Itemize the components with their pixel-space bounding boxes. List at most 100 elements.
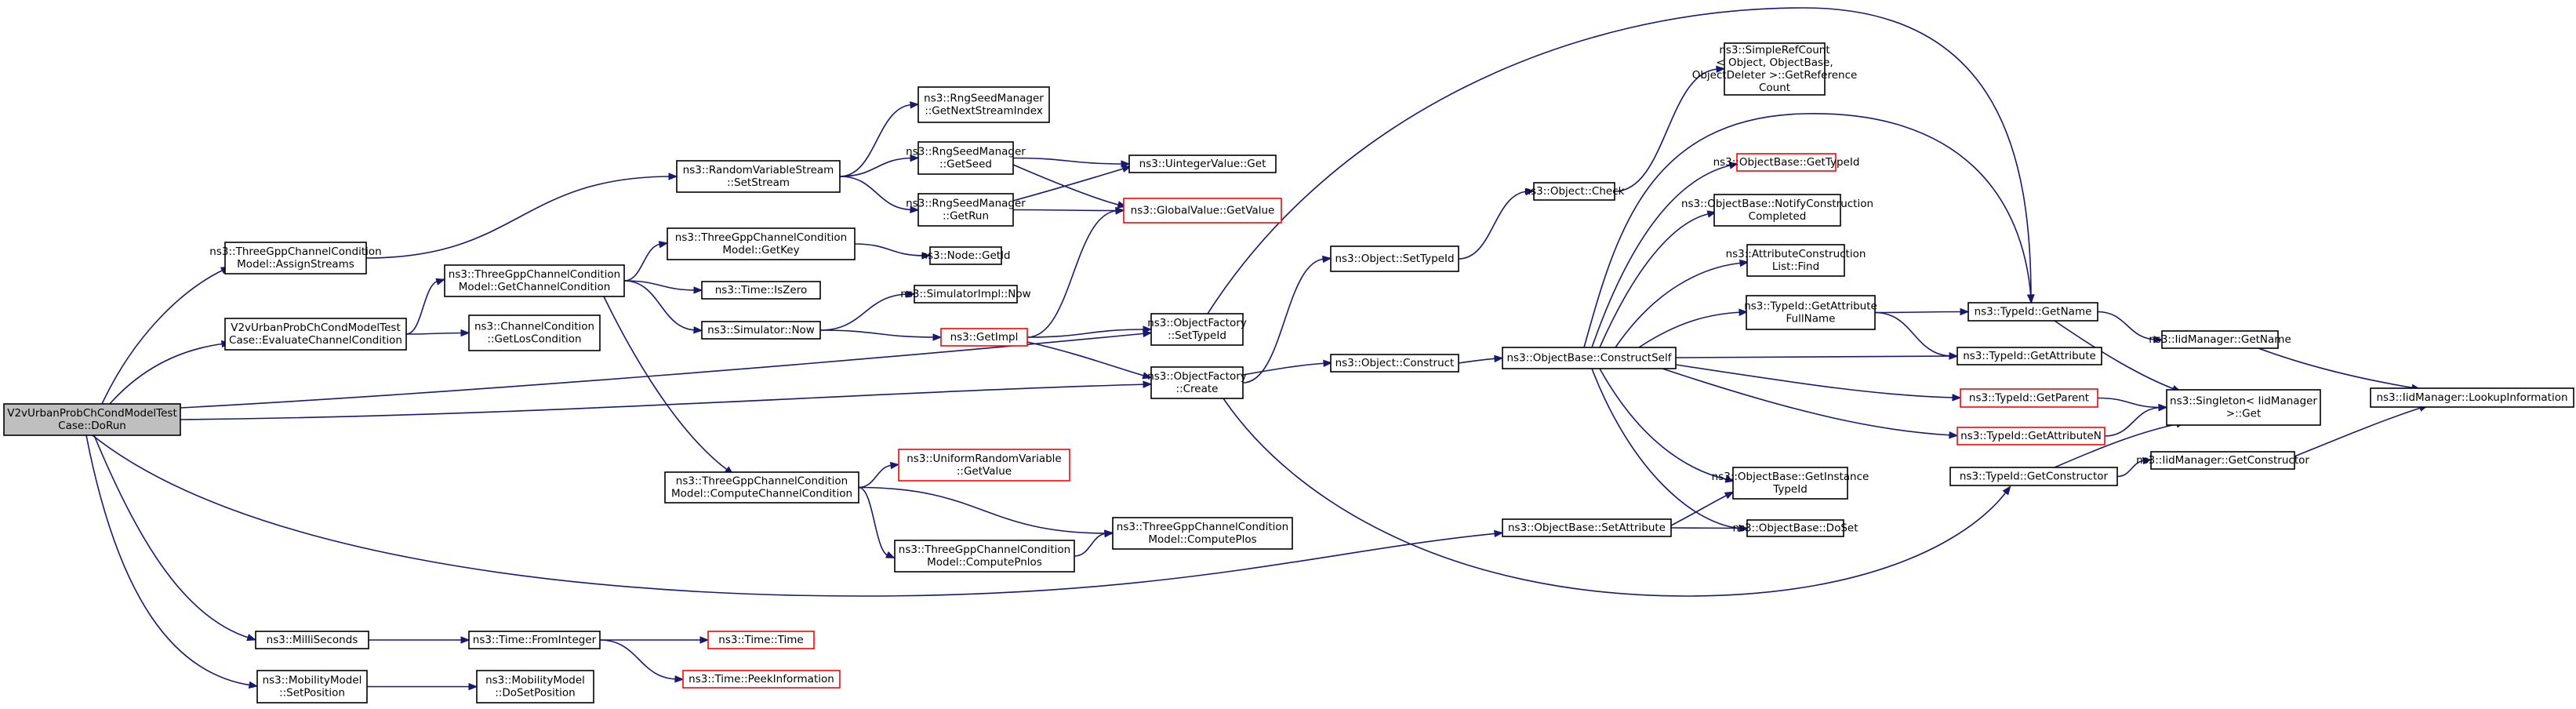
node-assignStreams[interactable]: ns3::ThreeGppChannelConditionModel::Assi…: [209, 242, 382, 275]
node-notifyCC[interactable]: ns3::ObjectBase::NotifyConstructionCompl…: [1681, 194, 1873, 227]
edge-getCC-to-getKey: [623, 241, 669, 282]
node-label-line: ns3::AttributeConstruction: [1726, 248, 1866, 260]
node-plos[interactable]: ns3::ThreeGppChannelConditionModel::Comp…: [1112, 517, 1293, 550]
edge-root-to-evalCC: [109, 340, 231, 405]
node-doSetPos[interactable]: ns3::MobilityModel::DoSetPosition: [476, 670, 594, 704]
node-peek[interactable]: ns3::Time::PeekInformation: [682, 670, 841, 689]
node-label-line: TypeId: [1772, 483, 1808, 496]
edge-attrFull-to-tidName: [1874, 307, 1970, 316]
node-losCond[interactable]: ns3::ChannelCondition::GetLosCondition: [468, 315, 601, 351]
node-label-line: < Object, ObjectBase,: [1716, 56, 1833, 69]
node-fromInt[interactable]: ns3::Time::FromInteger: [468, 631, 601, 649]
node-objCheck[interactable]: ns3::Object::Check: [1524, 182, 1625, 201]
node-label-line: ns3::RngSeedManager: [924, 93, 1044, 105]
node-tidCtor[interactable]: ns3::TypeId::GetConstructor: [1949, 467, 2118, 486]
node-computeCC[interactable]: ns3::ThreeGppChannelConditionModel::Comp…: [664, 471, 859, 504]
node-getTypeId[interactable]: ns3::ObjectBase::GetTypeId: [1713, 153, 1860, 172]
edge-getSeed-to-uintGet: [1012, 157, 1131, 168]
edge-getImpl-to-gvGet: [1026, 207, 1125, 338]
node-label-line: ns3::ObjectFactory: [1147, 317, 1247, 329]
node-label-line: ns3::TypeId::GetParent: [1969, 392, 2089, 405]
node-label-line: ns3::Time::FromInteger: [473, 634, 597, 646]
node-obSetAttr[interactable]: ns3::ObjectBase::SetAttribute: [1502, 518, 1672, 537]
edge-tidCtor-to-iidCtor: [2116, 456, 2153, 478]
node-label-line: ::GetRun: [943, 210, 989, 223]
node-label-line: ns3::ChannelCondition: [474, 321, 594, 333]
node-lookup[interactable]: ns3::IidManager::LookupInformation: [2370, 387, 2574, 408]
edge-tidParent-to-singleton: [2097, 397, 2168, 412]
node-iidCtor[interactable]: ns3::IidManager::GetConstructor: [2136, 451, 2309, 470]
node-doSet[interactable]: ns3::ObjectBase::DoSet: [1732, 519, 1858, 537]
node-ofSetTid[interactable]: ns3::ObjectFactory::SetTypeId: [1147, 313, 1247, 346]
edge-constructSelf-to-tidParent: [1675, 364, 1962, 402]
edge-tidAttrN-to-singleton: [2104, 404, 2168, 437]
edge-milli-to-fromInt: [369, 636, 471, 644]
edge-getImpl-to-ofSetTid: [1026, 325, 1153, 338]
node-tidAttr[interactable]: ns3::TypeId::GetAttribute: [1957, 347, 2102, 365]
node-setStream[interactable]: ns3::RandomVariableStream::SetStream: [676, 160, 841, 193]
node-label-line: ns3::UniformRandomVariable: [907, 453, 1062, 465]
edge-root-to-obSetAttr: [92, 434, 1504, 597]
edge-setStream-to-nextStream: [839, 101, 920, 177]
node-label-line: ObjectDeleter >::GetReference: [1692, 69, 1858, 82]
node-getImpl[interactable]: ns3::GetImpl: [940, 328, 1028, 347]
node-gvGet[interactable]: ns3::GlobalValue::GetValue: [1123, 198, 1282, 224]
node-evalCC[interactable]: V2vUrbanProbChCondModelTestCase::Evaluat…: [224, 318, 407, 351]
node-nextStream[interactable]: ns3::RngSeedManager::GetNextStreamIndex: [917, 86, 1050, 123]
node-pnlos[interactable]: ns3::ThreeGppChannelConditionModel::Comp…: [894, 540, 1075, 573]
node-label-line: ns3::ObjectFactory: [1147, 370, 1247, 383]
edge-constructSelf-to-tidName: [1583, 113, 2035, 348]
node-label-line: ns3::GlobalValue::GetValue: [1131, 205, 1275, 217]
node-getSeed[interactable]: ns3::RngSeedManager::GetSeed: [906, 141, 1026, 175]
node-label-line: ns3::ThreeGppChannelCondition: [899, 544, 1070, 556]
node-label-line: ns3::MobilityModel: [485, 674, 585, 687]
node-getCC[interactable]: ns3::ThreeGppChannelConditionModel::GetC…: [444, 264, 625, 297]
node-getRun[interactable]: ns3::RngSeedManager::GetRun: [906, 193, 1026, 227]
edge-evalCC-to-losCond: [405, 329, 471, 337]
node-isZero[interactable]: ns3::Time::IsZero: [701, 281, 821, 300]
node-refCount[interactable]: ns3::SimpleRefCount< Object, ObjectBase,…: [1692, 42, 1858, 96]
node-objSetTid[interactable]: ns3::Object::SetTypeId: [1330, 245, 1459, 272]
node-label-line: ns3::MobilityModel: [263, 674, 362, 687]
edge-simNow-to-getImpl: [819, 329, 943, 341]
node-label-line: ns3::TypeId::GetName: [1975, 306, 2092, 318]
node-label-line: ns3::ThreeGppChannelCondition: [209, 245, 381, 258]
edge-getImpl-to-ofCreate: [1026, 341, 1153, 380]
node-simImplNow[interactable]: ns3::SimulatorImpl::Now: [900, 285, 1031, 304]
node-nodeGetId[interactable]: ns3::Node::GetId: [921, 246, 1011, 265]
edge-getRun-to-gvGet: [1012, 206, 1125, 215]
node-label-line: ns3::TypeId::GetAttribute: [1963, 350, 2096, 362]
node-urvGet[interactable]: ns3::UniformRandomVariable::GetValue: [898, 449, 1070, 482]
node-simNow[interactable]: ns3::Simulator::Now: [701, 321, 821, 340]
edge-constructSelf-to-acFind: [1615, 259, 1749, 348]
node-milli[interactable]: ns3::MilliSeconds: [255, 631, 369, 649]
node-label-line: ns3::Object::Construct: [1335, 357, 1455, 369]
edge-getKey-to-nodeGetId: [854, 243, 932, 260]
node-label-line: ns3::ObjectBase::ConstructSelf: [1507, 352, 1673, 365]
node-getKey[interactable]: ns3::ThreeGppChannelConditionModel::GetK…: [667, 227, 856, 260]
node-label-line: ns3::ObjectBase::NotifyConstruction: [1681, 198, 1873, 210]
node-constructSelf[interactable]: ns3::ObjectBase::ConstructSelf: [1502, 347, 1677, 369]
node-iidName[interactable]: ns3::IidManager::GetName: [2149, 330, 2291, 349]
edge-getCC-to-simNow: [623, 280, 703, 334]
node-ofCreate[interactable]: ns3::ObjectFactory::Create: [1147, 366, 1247, 399]
node-label-line: ::SetTypeId: [1168, 329, 1226, 342]
node-label-line: ::Create: [1176, 383, 1219, 395]
node-tidParent[interactable]: ns3::TypeId::GetParent: [1960, 388, 2098, 408]
edge-root-to-ofCreate: [180, 380, 1153, 420]
node-label-line: ns3::ThreeGppChannelCondition: [676, 475, 848, 488]
node-objConstruct[interactable]: ns3::Object::Construct: [1330, 354, 1459, 373]
node-label-line: ns3::ObjectBase::DoSet: [1732, 522, 1858, 535]
node-tidAttrN[interactable]: ns3::TypeId::GetAttributeN: [1957, 427, 2105, 445]
node-timeTime[interactable]: ns3::Time::Time: [707, 631, 815, 649]
node-tidName[interactable]: ns3::TypeId::GetName: [1967, 302, 2098, 322]
node-mobSetPos[interactable]: ns3::MobilityModel::SetPosition: [256, 670, 368, 704]
edge-computeCC-to-urvGet: [858, 461, 900, 489]
edge-iidName-to-lookup: [2258, 347, 2422, 391]
node-singleton[interactable]: ns3::Singleton< IidManager>::Get: [2166, 389, 2321, 426]
node-uintGet[interactable]: ns3::UintegerValue::Get: [1128, 155, 1277, 173]
